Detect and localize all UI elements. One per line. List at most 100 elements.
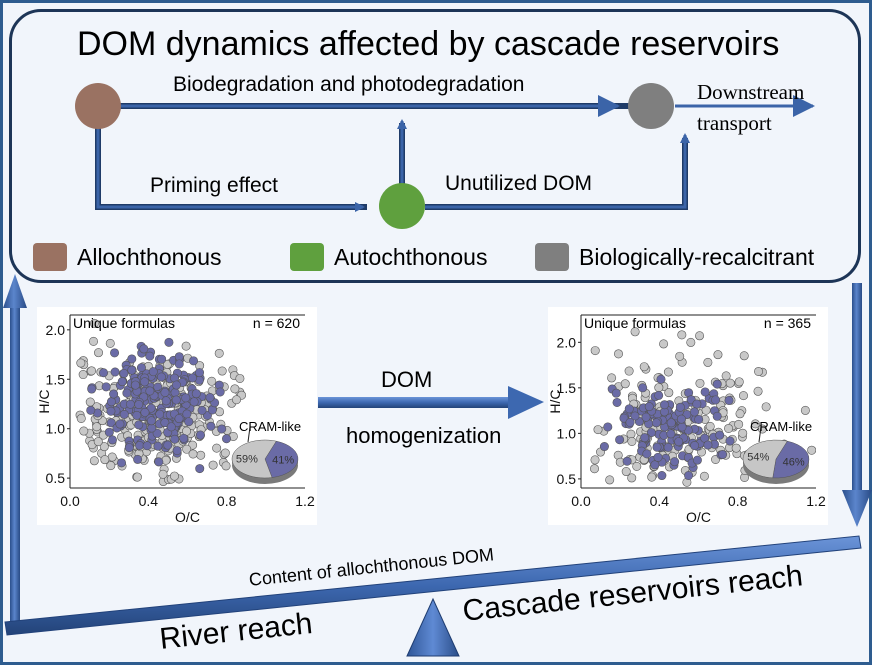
cram-point bbox=[166, 422, 176, 432]
other-point bbox=[105, 338, 115, 348]
cram-point bbox=[670, 457, 680, 467]
cram-point bbox=[652, 442, 662, 452]
cram-point bbox=[189, 397, 199, 407]
other-point bbox=[630, 327, 640, 337]
x-axis-label: O/C bbox=[175, 509, 200, 525]
other-point bbox=[89, 318, 99, 328]
cram-point bbox=[189, 356, 199, 366]
cram-point bbox=[660, 400, 670, 410]
cram-point bbox=[640, 433, 650, 443]
other-point bbox=[207, 376, 217, 386]
cram-point bbox=[724, 395, 734, 405]
cram-point bbox=[650, 460, 660, 470]
other-point bbox=[739, 351, 749, 361]
pie-leader-line bbox=[758, 426, 762, 443]
other-point bbox=[675, 351, 685, 361]
other-point bbox=[800, 405, 810, 415]
unutilized-dom-label: Unutilized DOM bbox=[445, 172, 593, 195]
other-point bbox=[695, 331, 705, 341]
cram-point bbox=[161, 396, 171, 406]
other-point bbox=[761, 402, 771, 412]
cram-point bbox=[611, 388, 621, 398]
cram-point bbox=[86, 405, 96, 415]
cram-point bbox=[110, 348, 120, 358]
cram-point bbox=[172, 446, 182, 456]
cram-point bbox=[625, 417, 635, 427]
legend-autochthonous: Autochthonous bbox=[290, 243, 487, 271]
seesaw-beam bbox=[4, 535, 862, 636]
y-tick-label: 1.0 bbox=[557, 425, 577, 441]
cram-point bbox=[148, 367, 158, 377]
other-point bbox=[647, 472, 657, 482]
cram-point bbox=[711, 395, 721, 405]
other-point bbox=[79, 426, 89, 436]
transport-label: transport bbox=[697, 111, 772, 135]
other-point bbox=[132, 472, 142, 482]
cram-point bbox=[140, 407, 150, 417]
priming-effect-label: Priming effect bbox=[150, 174, 278, 197]
pie-slice-label: 46% bbox=[783, 456, 805, 468]
pie-slice-label: 41% bbox=[272, 455, 294, 467]
cram-point bbox=[157, 354, 167, 364]
cram-point bbox=[142, 441, 152, 451]
cram-point bbox=[217, 424, 227, 434]
other-point bbox=[713, 350, 723, 360]
other-point bbox=[208, 460, 218, 470]
cram-point bbox=[656, 374, 666, 384]
x-tick-label: 0.8 bbox=[217, 493, 237, 509]
plot-title: Unique formulas bbox=[73, 315, 175, 331]
legend-label: Biologically-recalcitrant bbox=[579, 243, 815, 270]
other-point bbox=[654, 383, 664, 393]
cram-point bbox=[170, 434, 180, 444]
other-point bbox=[735, 409, 745, 419]
cram-point bbox=[715, 430, 725, 440]
other-point bbox=[807, 445, 816, 455]
dom-label: DOM bbox=[381, 367, 433, 392]
cram-point bbox=[174, 414, 184, 424]
other-point bbox=[231, 395, 241, 405]
cram-point bbox=[694, 414, 704, 424]
cram-point bbox=[630, 411, 640, 421]
other-point bbox=[92, 422, 102, 432]
cram-point bbox=[106, 397, 116, 407]
x-tick-label: 0.0 bbox=[60, 493, 80, 509]
other-point bbox=[703, 357, 713, 367]
cram-point bbox=[182, 409, 192, 419]
cram-point bbox=[145, 351, 155, 361]
cram-point bbox=[197, 405, 207, 415]
other-point bbox=[78, 370, 88, 380]
cram-point bbox=[160, 418, 170, 428]
cram-point bbox=[653, 452, 663, 462]
figure-canvas: DOM dynamics affected by cascade reservo… bbox=[3, 3, 872, 662]
cram-point bbox=[87, 384, 97, 394]
other-point bbox=[626, 429, 636, 439]
left-up-arrow-shaft bbox=[10, 303, 20, 621]
cram-point bbox=[152, 428, 162, 438]
cram-point bbox=[124, 443, 134, 453]
cram-point bbox=[122, 388, 132, 398]
y-tick-label: 0.5 bbox=[46, 470, 66, 486]
x-tick-label: 1.2 bbox=[295, 493, 315, 509]
cram-point bbox=[624, 404, 634, 414]
recalcitrant-node bbox=[628, 83, 674, 129]
other-point bbox=[738, 391, 748, 401]
other-point bbox=[99, 442, 109, 452]
other-point bbox=[590, 455, 600, 465]
other-point bbox=[181, 341, 191, 351]
cram-point bbox=[599, 442, 609, 452]
other-point bbox=[753, 386, 763, 396]
pie-leader-line bbox=[247, 426, 251, 443]
cram-point bbox=[638, 383, 648, 393]
cram-point bbox=[119, 409, 129, 419]
cram-point bbox=[692, 455, 702, 465]
other-point bbox=[76, 358, 86, 368]
other-point bbox=[94, 348, 104, 358]
other-point bbox=[76, 413, 86, 423]
cram-point bbox=[106, 418, 116, 428]
other-point bbox=[100, 455, 110, 465]
cram-point bbox=[619, 413, 629, 423]
y-axis-label: H/C bbox=[547, 389, 563, 413]
y-tick-label: 0.5 bbox=[557, 471, 577, 487]
